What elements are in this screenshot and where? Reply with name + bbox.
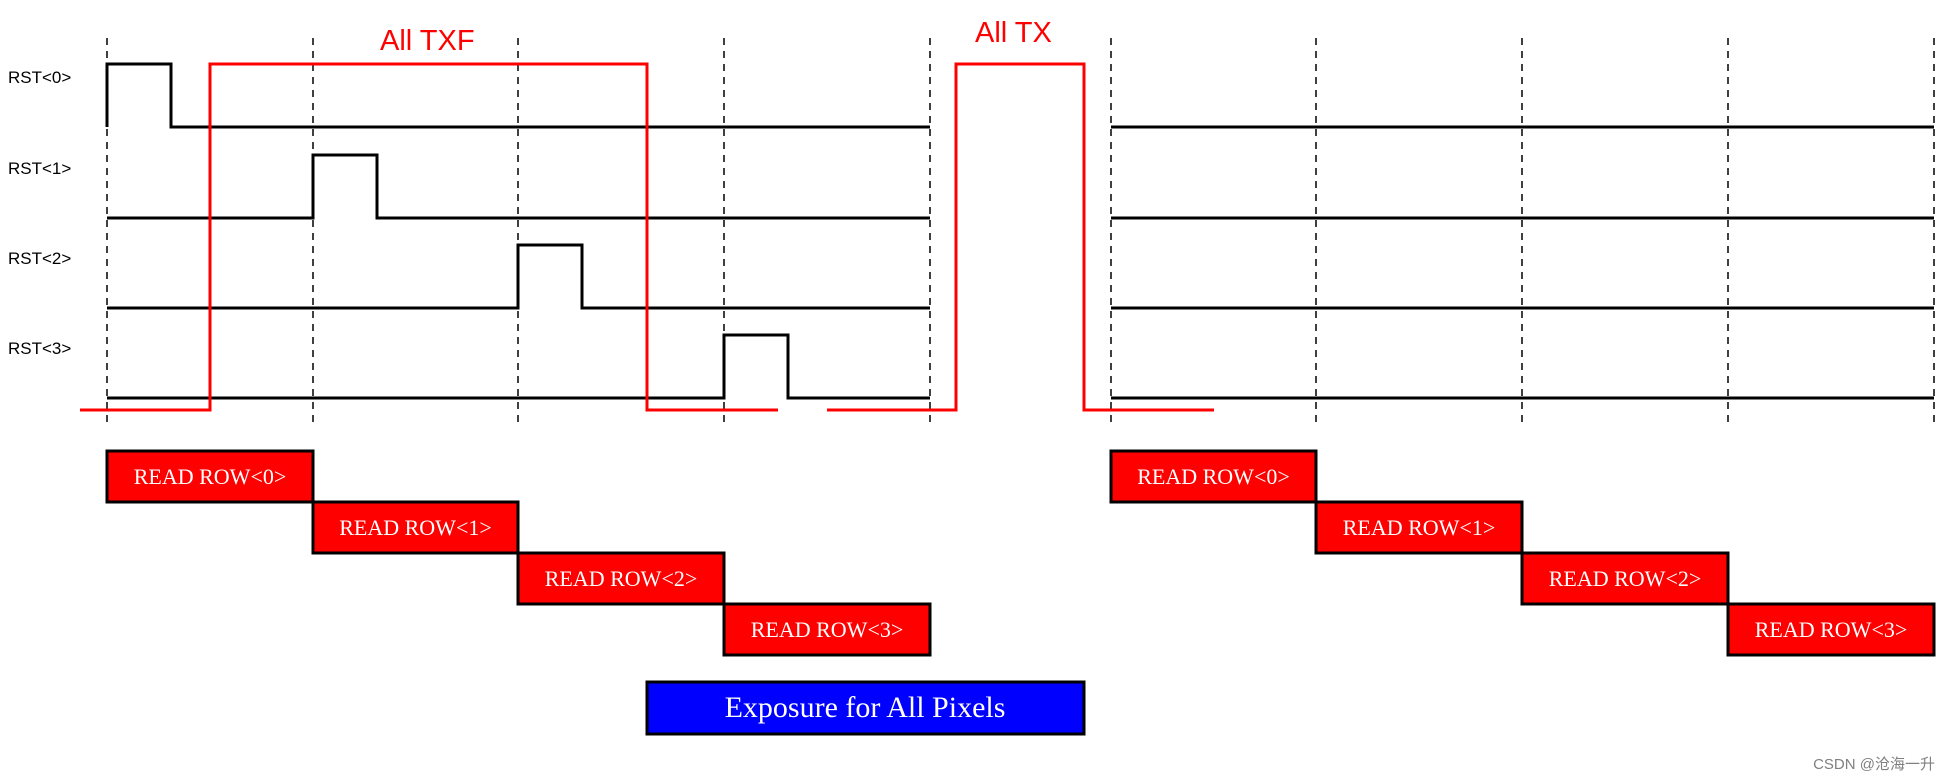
rst-0-label: RST<0>: [8, 68, 71, 87]
watermark: CSDN @沧海一升: [1813, 756, 1935, 773]
frame1-read-row-1-label: READ ROW<1>: [339, 515, 492, 540]
rst-1-label: RST<1>: [8, 159, 71, 178]
all-txf-waveform: [80, 62, 778, 412]
frame2-read-row-2-label: READ ROW<2>: [1549, 566, 1702, 591]
frame1-read-row-2-label: READ ROW<2>: [545, 566, 698, 591]
frame2-read-row-3-box: [1726, 602, 1936, 657]
all-tx-label: All TX: [975, 17, 1052, 49]
frame1-read-row-3-box: [722, 602, 932, 657]
frame2-read-row-1-label: READ ROW<1>: [1343, 515, 1496, 540]
global-tx-waveforms: [80, 62, 1214, 412]
all-tx-waveform: [827, 62, 1214, 412]
frame2-read-row-0-label: READ ROW<0>: [1137, 464, 1290, 489]
rst-2-label: RST<2>: [8, 249, 71, 268]
signal-labels: RST<0> RST<1> RST<2> RST<3> All TXF All …: [8, 17, 1052, 358]
dashed-grid-lines: [106, 38, 1935, 428]
all-txf-label: All TXF: [380, 25, 475, 57]
read-rows-first-frame: READ ROW<0> READ ROW<1> READ ROW<2> READ RO…: [105, 449, 932, 657]
frame1-read-row-0-box: [105, 449, 315, 504]
frame2-read-row-2-box: [1520, 551, 1730, 606]
exposure-box: [645, 680, 1086, 736]
exposure-label: Exposure for All Pixels: [725, 691, 1006, 724]
rst-0-wave-frame-1: [105, 62, 930, 129]
exposure-bar: Exposure for All Pixels: [645, 680, 1086, 736]
rst-3-label: RST<3>: [8, 339, 71, 358]
frame2-read-row-0-box: [1109, 449, 1318, 504]
frame2-read-row-1-box: [1314, 500, 1524, 555]
frame1-read-row-0-label: READ ROW<0>: [134, 464, 287, 489]
frame1-read-row-1-box: [311, 500, 520, 555]
frame2-read-row-3-label: READ ROW<3>: [1755, 617, 1908, 642]
rst-2-wave-frame-1: [107, 243, 930, 310]
read-rows-second-frame: READ ROW<0> READ ROW<1> READ ROW<2> READ RO…: [1109, 449, 1936, 657]
rst-signal-waveforms: [105, 62, 1934, 400]
frame1-read-row-3-label: READ ROW<3>: [751, 617, 904, 642]
frame1-read-row-2-box: [516, 551, 726, 606]
rst-1-wave-frame-1: [107, 153, 930, 220]
rst-3-wave-frame-1: [107, 333, 930, 400]
